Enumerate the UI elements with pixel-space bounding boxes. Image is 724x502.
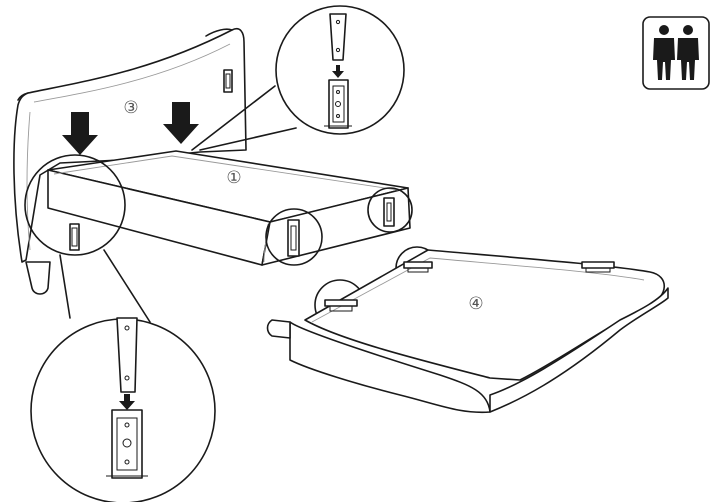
bracket-detail-corner bbox=[288, 220, 299, 256]
two-person-icon bbox=[643, 17, 709, 89]
footboard bbox=[268, 250, 669, 412]
step-4-label: ④ bbox=[468, 294, 483, 314]
bracket-detail-right bbox=[384, 198, 394, 226]
base-bracket-left bbox=[70, 224, 79, 250]
step-1-label: ① bbox=[226, 168, 241, 188]
step-3-label: ③ bbox=[123, 98, 138, 118]
headboard-bracket bbox=[224, 70, 232, 92]
